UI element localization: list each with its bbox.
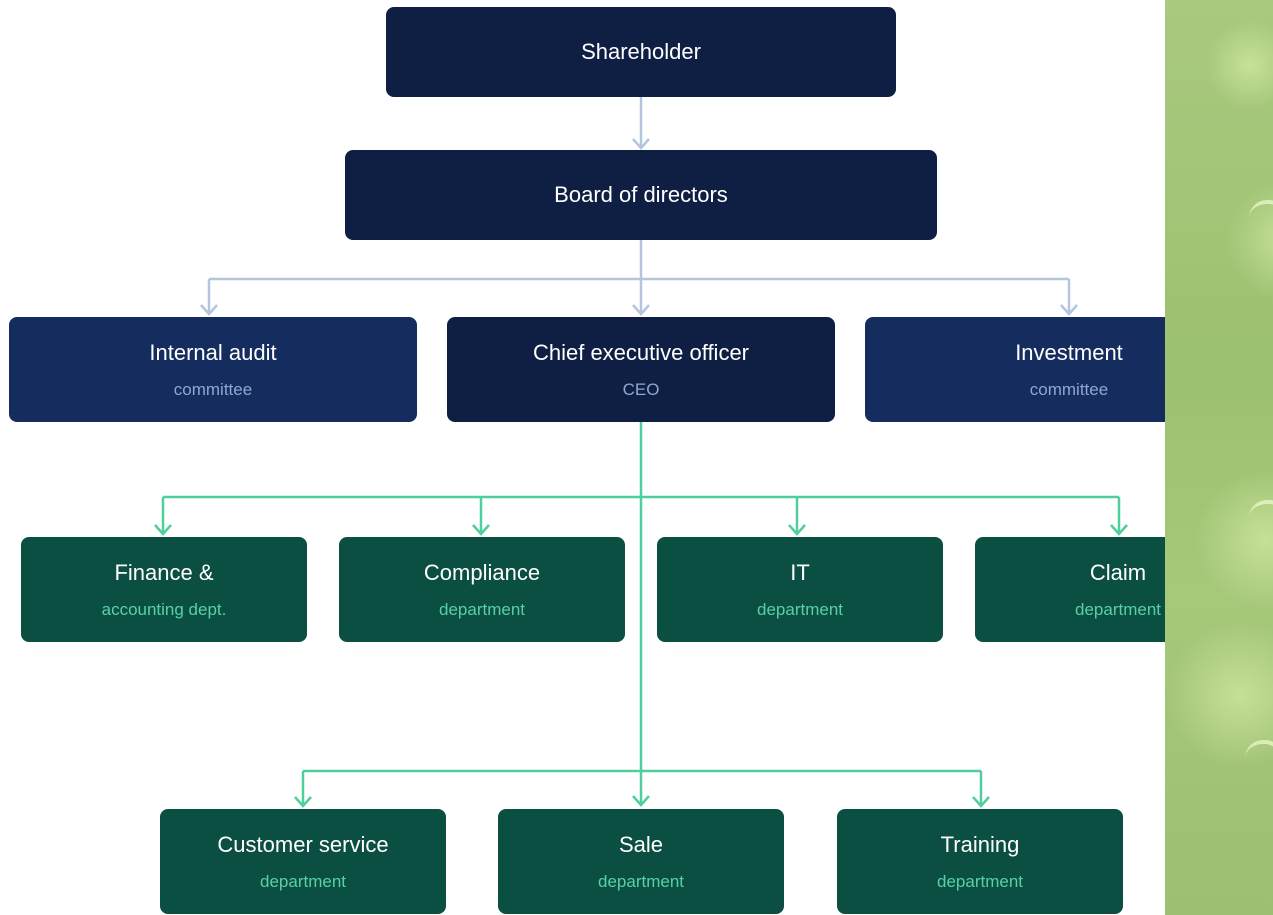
arrowhead [472, 524, 490, 536]
decorative-side-panel [1165, 0, 1273, 915]
ceo-title: Chief executive officer [532, 339, 750, 365]
finance-subtitle: accounting dept. [101, 599, 227, 619]
sale-subtitle: department [598, 871, 684, 891]
arrowhead [1110, 524, 1128, 536]
internal-audit-title: Internal audit [149, 339, 277, 365]
decorative-swirl [1245, 740, 1273, 814]
customer-service-title: Customer service [217, 831, 389, 857]
arrowhead [972, 796, 990, 808]
arrowhead [154, 524, 172, 536]
customer-service-subtitle: department [260, 871, 346, 891]
internal-audit-subtitle: committee [173, 379, 253, 399]
decorative-blob [1205, 20, 1273, 110]
sale-box: Sale department [498, 809, 784, 914]
arrowhead [632, 138, 650, 150]
arrowhead [632, 795, 650, 807]
shareholder-box: Shareholder [386, 7, 896, 97]
claim-title: Claim [1089, 559, 1147, 585]
it-subtitle: department [757, 599, 843, 619]
upper-connectors [200, 97, 1078, 316]
compliance-title: Compliance [423, 559, 541, 585]
shareholder-title: Shareholder [581, 39, 701, 64]
ceo-subtitle: CEO [622, 379, 660, 399]
arrowhead [632, 304, 650, 316]
lower-connectors [154, 422, 1128, 808]
investment-subtitle: committee [1029, 379, 1109, 399]
arrowhead [294, 796, 312, 808]
sale-title: Sale [618, 831, 664, 857]
customer-service-box: Customer service department [160, 809, 446, 914]
finance-title: Finance & [114, 559, 214, 585]
training-title: Training [940, 831, 1020, 857]
arrowhead [1060, 304, 1078, 316]
org-chart-connectors [154, 97, 1128, 808]
it-title: IT [790, 559, 810, 585]
compliance-subtitle: department [439, 599, 525, 619]
claim-subtitle: department [1075, 599, 1161, 619]
investment-title: Investment [1015, 339, 1123, 365]
finance-box: Finance & accounting dept. [21, 537, 307, 642]
it-box: IT department [657, 537, 943, 642]
board-title: Board of directors [554, 182, 728, 207]
training-subtitle: department [937, 871, 1023, 891]
decorative-swirl [1249, 500, 1273, 574]
training-box: Training department [837, 809, 1123, 914]
compliance-box: Compliance department [339, 537, 625, 642]
decorative-swirl [1249, 200, 1273, 274]
arrowhead [200, 304, 218, 316]
board-box: Board of directors [345, 150, 937, 240]
ceo-box: Chief executive officer CEO [447, 317, 835, 422]
internal-audit-box: Internal audit committee [9, 317, 417, 422]
arrowhead [788, 524, 806, 536]
